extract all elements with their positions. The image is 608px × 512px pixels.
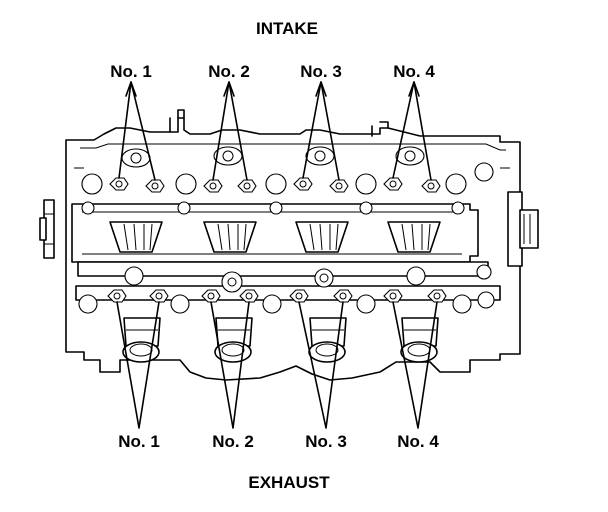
right-cam-end [507, 191, 539, 267]
intake-port-label-3: No. 3 [300, 62, 342, 81]
exhaust-port-labels: No. 1 No. 2 No. 3 No. 4 [118, 432, 439, 451]
intake-bolts [109, 177, 441, 193]
intake-port-label-1: No. 1 [110, 62, 152, 81]
intake-port-labels: No. 1 No. 2 No. 3 No. 4 [110, 62, 435, 81]
exhaust-leader-lines [116, 301, 438, 429]
upper-bosses [81, 146, 494, 195]
exhaust-bolts [107, 289, 447, 303]
exhaust-port-label-3: No. 3 [305, 432, 347, 451]
left-cam-end [39, 199, 55, 259]
exhaust-port-label-4: No. 4 [397, 432, 439, 451]
intake-port-label-4: No. 4 [393, 62, 435, 81]
exhaust-label: EXHAUST [248, 473, 330, 492]
intake-leader-lines [118, 81, 432, 181]
intake-port-label-2: No. 2 [208, 62, 250, 81]
exhaust-port-label-2: No. 2 [212, 432, 254, 451]
intake-label: INTAKE [256, 19, 318, 38]
exhaust-port-label-1: No. 1 [118, 432, 160, 451]
intake-camshaft-rail [71, 201, 479, 263]
